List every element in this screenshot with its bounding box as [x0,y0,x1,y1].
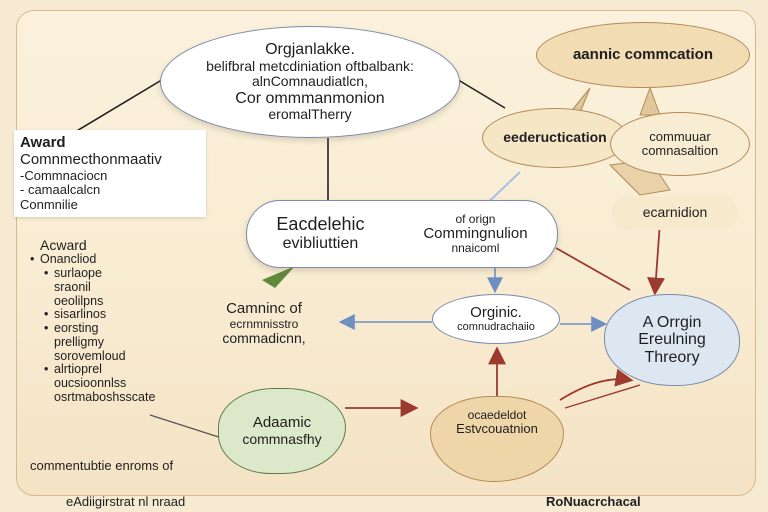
list-item-text: alrtioprel [54,362,102,377]
sidebar-block: Award Comnmecthonmaativ -Commnaciocn - c… [14,130,206,218]
academic-node: Adaamic commnasfhy [218,388,346,474]
right-big-node: A Orrgin Ereulning Threory [604,294,740,386]
left-mid-line-2: ecrnmnisstro [229,316,299,331]
list-item-text: surlaope [54,266,102,281]
edu-bottom-node: ocaedeldot Estvcouatnion [430,396,564,482]
top-right-label: aannic commcation [572,45,714,63]
list-item-text: Onancliod [40,252,97,267]
left-mid-line-1: Camninc of [226,300,302,318]
center-node: Eacdelehic evibliuttien of orign Comming… [246,200,558,268]
list-item: sraonil [30,279,190,295]
top-right-node: aannic commcation [536,22,750,88]
list-item-text: sorovemloud [54,348,126,363]
list-item-text: oeolilpns [54,293,104,308]
list-item: sorovemloud [30,348,190,364]
center-node-left: Eacdelehic evibliuttien [276,214,365,253]
list-item-text: sraonil [54,279,91,294]
list-item: prelligmy [30,334,190,350]
list-bullet-icon: • [30,252,35,267]
right-big-line-1: A Orrgin [642,313,702,331]
academic-line-2: commnasfhy [242,430,322,447]
list-item: oeolilpns [30,293,190,309]
sidebar-line-3: - camaalcalcn [20,182,101,198]
edu-bottom-line-1: ocaedeldot [467,408,527,422]
list-bullet-icon: • [44,307,49,322]
list-item-text: osrtmaboshsscate [54,389,156,404]
list-bullet-icon: • [44,321,49,336]
list-item: osrtmaboshsscate [30,389,190,405]
link-top-to-sidebar [74,77,166,133]
origin-mid-line-1: Orginic. [470,303,522,321]
list-item: • eorsting [30,321,190,336]
origin-mid-line-2: comnudrachaiio [457,321,535,334]
award-list-footer: commentubtie enroms of [30,458,174,473]
top-center-title: Orgjanlakke. [265,41,355,59]
list-item-text: eorsting [54,321,99,336]
top-center-line-1: belifbral metcdiniation oftbalbank: [206,57,414,74]
link-list-to-academic [149,414,229,441]
link-edubottom-to-rightbig [559,368,634,401]
edu-bottom-line-2: Estvcouatnion [456,421,538,437]
edu-node-label: eedeructication [503,129,607,146]
center-node-right: of orign Commingnulion nnaicoml [423,211,528,256]
exam-node: ecarnidion [612,196,738,230]
link-rightbig-to-edubottom [564,384,641,409]
center-node-right-3: nnaicoml [451,241,500,256]
sidebar-head: Award [20,134,66,151]
right-big-line-3: Threory [644,348,700,366]
link-topright-to-comm [639,86,661,116]
link-exam-to-rightbig [647,221,666,296]
list-item: • sisarlinos [30,308,190,322]
link-center-to-rightbig [555,247,631,291]
edu-node: eedeructication [482,108,628,168]
exam-node-label: ecarnidion [642,204,708,221]
sidebar-line-2: -Commnaciocn [20,167,108,183]
sidebar-line-4: Conmnilie [20,197,78,213]
list-item-text: oucsioonnlss [54,376,127,391]
academic-line-1: Adaamic [252,414,312,432]
link-center-to-leftmid [262,266,295,288]
list-item: • alrtioprel [30,363,190,377]
footer-left: eAdiigirstrat nl nraad [66,494,186,509]
list-item: • surlaope [30,266,190,281]
left-mid-node: Camninc of ecrnmnisstro commadicnn, [200,296,328,352]
comm-node: commuuar comnasaltion [610,112,750,176]
list-item: oucsioonnlss [30,376,190,391]
center-node-left-2: evibliuttien [282,235,359,253]
center-node-right-1: of orign [455,211,496,226]
center-node-right-2: Commingnulion [423,224,528,242]
origin-mid-node: Orginic. comnudrachaiio [432,294,560,344]
list-item-text: prelligmy [54,334,105,349]
footer-right: RoNuacrchacal [546,494,641,509]
top-center-line-2: alnComnaudiatlcn, [252,73,368,90]
sidebar-line-1: Comnmecthonmaativ [20,151,162,169]
list-item: • Onancliod [30,253,190,267]
list-bullet-icon: • [44,362,49,377]
top-center-line-4: eromalTherry [268,106,352,123]
link-top-to-edu [454,77,506,109]
award-list-head: Acward [40,237,87,253]
comm-node-line-2: comnasaltion [641,143,719,158]
left-mid-line-3: commadicnn, [222,330,306,347]
right-big-line-2: Ereulning [638,331,706,349]
list-item-text: sisarlinos [54,307,107,322]
top-center-line-3: Cor ommmanmonion [235,89,385,107]
comm-node-line-1: commuuar [649,128,711,144]
list-bullet-icon: • [44,266,49,281]
center-node-left-1: Eacdelehic [276,214,365,235]
top-center-node: Orgjanlakke. belifbral metcdiniation oft… [160,26,460,138]
